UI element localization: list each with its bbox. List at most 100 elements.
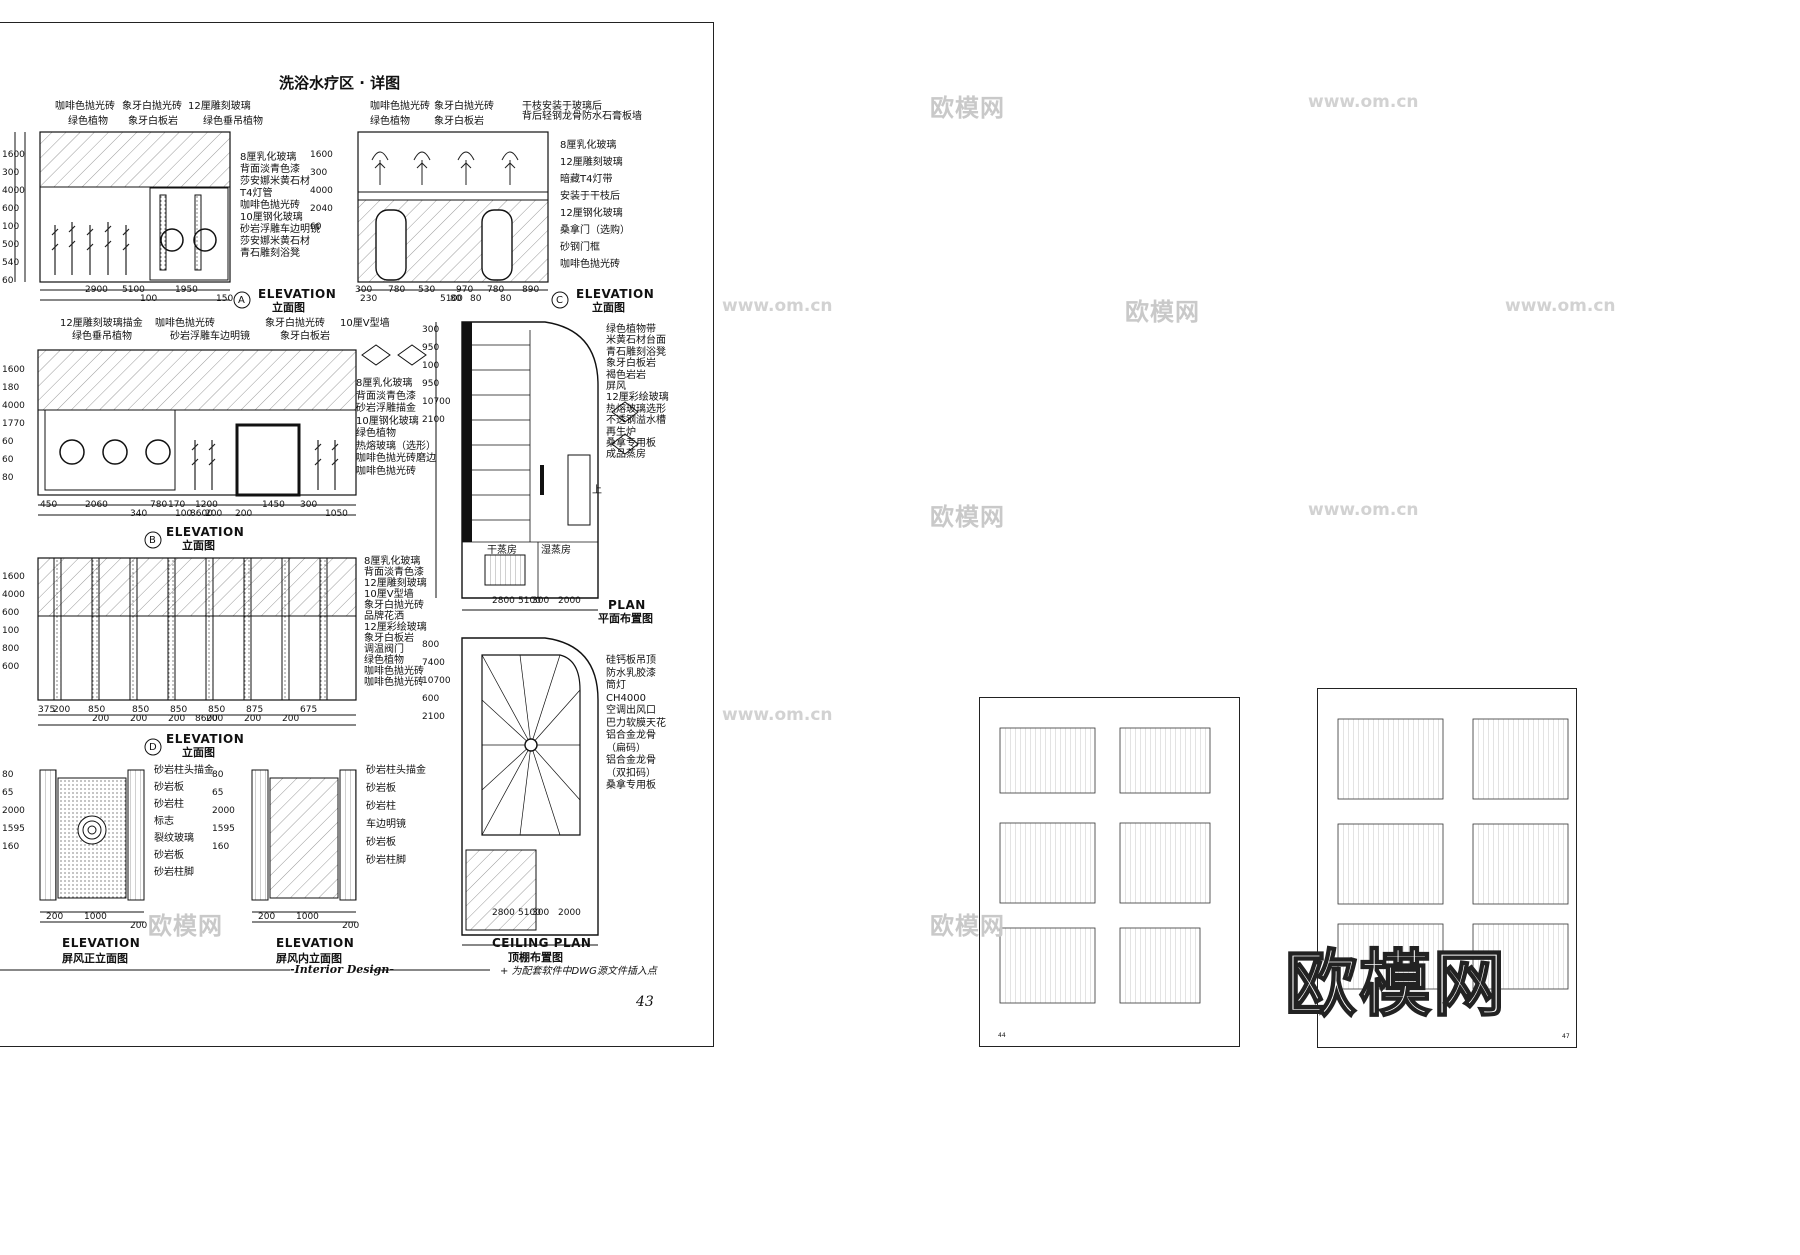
elev-c-dimension: 80 — [500, 294, 512, 304]
elev-a-vertical-dimension: 100 — [2, 222, 20, 232]
elev-c-caption: 立面图 — [592, 301, 625, 314]
plan-vertical-dimension: 950 — [422, 343, 440, 353]
elev-d-vertical-dimension: 1600 — [2, 572, 25, 582]
elev-c-side-label: 暗藏T4灯带 — [560, 174, 613, 185]
elev-b-mark: B — [149, 535, 156, 546]
plan-side-label: 不透钢溢水槽 — [606, 415, 666, 427]
elev-d-dimension: 200 — [168, 714, 186, 724]
ceiling-vertical-dimension: 7400 — [422, 658, 445, 668]
elev-b-top-label: 12厘雕刻玻璃描金 — [60, 318, 143, 329]
plan-side-label: 成品蒸房 — [606, 449, 646, 461]
screen-front-side-label: 裂纹玻璃 — [154, 833, 194, 844]
elev-a-dimension: 1950 — [175, 285, 198, 295]
watermark-cn: 欧模网 — [1125, 298, 1200, 326]
elev-a-vertical-dimension: 1600 — [2, 150, 25, 160]
ceiling-vertical-dimension: 10700 — [422, 676, 451, 686]
ceiling-caption: 顶棚布置图 — [508, 951, 563, 964]
elev-b-dimension: 2060 — [85, 500, 108, 510]
elev-d-side-label: 调温阀门 — [364, 644, 404, 655]
plan-dimension: 300 — [532, 596, 550, 606]
elev-d-caption: 立面图 — [182, 746, 215, 759]
elev-b-side-label: 背面淡青色漆 — [356, 390, 416, 402]
elev-d-side-label: 8厘乳化玻璃 — [364, 556, 421, 567]
elev-b-side-label: 10厘钢化玻璃 — [356, 415, 419, 427]
elev-c-dimension: 5100 — [440, 294, 463, 304]
plan-side-label: 绿色植物带 — [606, 324, 656, 335]
elev-d-side-label: 12厘雕刻玻璃 — [364, 578, 427, 589]
elev-a-vertical-dimension: 300 — [2, 168, 20, 178]
elev-c-dimension: 80 — [470, 294, 482, 304]
elev-c-dimension: 80 — [450, 294, 462, 304]
elev-c-dimension: 970 — [456, 285, 474, 295]
watermark-url: www.om.cn — [1505, 296, 1616, 316]
elev-c-side-label: 桑拿门（选购） — [560, 225, 630, 236]
elev-a-side-label: 莎安娜米黄石材 — [240, 176, 310, 187]
elev-a-mark: A — [238, 295, 245, 306]
plan-side-label: 12厘彩绘玻璃 — [606, 392, 669, 404]
plan-side-label: 象牙白板岩 — [606, 358, 656, 370]
elev-b-caption: 立面图 — [182, 539, 215, 552]
screen-front-side-label: 砂岩板 — [154, 782, 184, 793]
elev-a-side-label: 8厘乳化玻璃 — [240, 152, 297, 163]
ceiling-side-label: 防水乳胶漆 — [606, 667, 656, 679]
elev-a-side-label: T4灯管 — [240, 188, 273, 199]
footer-center: -Interior Design- — [290, 963, 394, 976]
elev-c-vertical-dimension: 4000 — [310, 186, 333, 196]
watermark-large: 欧模网 — [1284, 941, 1508, 1027]
ceiling-dimension: 2000 — [558, 908, 581, 918]
plan-room-label: 上 — [592, 485, 602, 496]
plan-room-label: 湿蒸房 — [541, 545, 571, 556]
elev-c-top-label: 背后轻钢龙骨防水石膏板墙 — [522, 111, 642, 122]
elev-c-dimension: 780 — [388, 285, 406, 295]
elev-c-vertical-dimension: 2040 — [310, 204, 333, 214]
elev-b-top-label: 象牙白抛光砖 — [265, 318, 325, 329]
elevation-d-drawing — [37, 557, 357, 756]
plan-room-label: 干蒸房 — [487, 545, 517, 556]
watermark-url: www.om.cn — [1308, 500, 1419, 520]
elev-b-vertical-dimension: 4000 — [2, 401, 25, 411]
plan-vertical-dimension: 100 — [422, 361, 440, 371]
screen-inner-drawing — [251, 769, 357, 923]
elev-d-vertical-dimension: 600 — [2, 662, 20, 672]
elev-a-heading: ELEVATION — [258, 287, 337, 301]
page-number: 43 — [636, 994, 654, 1010]
screen-inner-vertical-dimension: 80 — [212, 770, 224, 780]
watermark-url: www.om.cn — [1308, 92, 1419, 112]
screen-front-heading: ELEVATION — [62, 936, 141, 950]
plan-caption: 平面布置图 — [598, 612, 653, 625]
elev-c-mark: C — [556, 295, 563, 306]
ceiling-side-label: CH4000 — [606, 692, 646, 704]
elev-b-vertical-dimension: 1600 — [2, 365, 25, 375]
elev-c-side-label: 12厘钢化玻璃 — [560, 208, 623, 219]
elev-a-caption: 立面图 — [272, 301, 305, 314]
ceiling-dimension: 5100 — [518, 908, 541, 918]
thumb-right-linework — [1337, 718, 1569, 990]
screen-inner-caption: 屏风内立面图 — [276, 952, 342, 965]
elev-c-top-label: 咖啡色抛光砖 — [370, 101, 430, 112]
elev-b-dimension: 340 — [130, 509, 148, 519]
plan-dimension: 2800 — [492, 596, 515, 606]
screen-inner-side-label: 砂岩柱 — [366, 801, 396, 812]
screen-inner-vertical-dimension: 160 — [212, 842, 230, 852]
ceiling-side-label: 巴力软膜天花 — [606, 717, 666, 729]
watermark-cn: 欧模网 — [930, 503, 1005, 531]
screen-inner-heading: ELEVATION — [276, 936, 355, 950]
watermark-url: www.om.cn — [722, 705, 833, 725]
elev-d-side-label: 背面淡青色漆 — [364, 567, 424, 578]
plan-dimension: 2000 — [558, 596, 581, 606]
elev-c-top-label: 象牙白抛光砖 — [434, 101, 494, 112]
screen-front-dimension: 200 — [46, 912, 64, 922]
ceiling-vertical-dimension: 800 — [422, 640, 440, 650]
ceiling-vertical-dimension: 600 — [422, 694, 440, 704]
elev-b-dimension: 300 — [300, 500, 318, 510]
plan-side-label: 米黄石材台面 — [606, 335, 666, 347]
screen-front-dimension: 200 — [130, 921, 148, 931]
elevation-c-drawing — [357, 131, 569, 309]
elev-c-heading: ELEVATION — [576, 287, 655, 301]
elev-d-dimension: 850 — [208, 705, 226, 715]
elev-d-vertical-dimension: 4000 — [2, 590, 25, 600]
elev-b-top-label: 10厘V型墙 — [340, 318, 390, 329]
elev-a-side-label: 10厘钢化玻璃 — [240, 212, 303, 223]
elev-a-vertical-dimension: 4000 — [2, 186, 25, 196]
plan-side-label: 屏风 — [606, 381, 626, 392]
